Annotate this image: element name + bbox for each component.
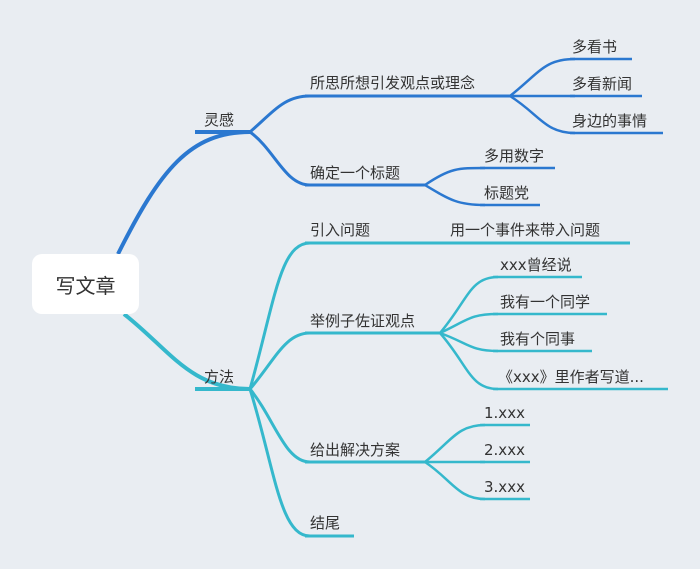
leaf-solution-2[interactable]: 2.xxx [484, 441, 525, 459]
link-solution-1 [424, 423, 486, 463]
node-examples[interactable]: 举例子佐证观点 [310, 312, 416, 330]
link-method-solution [248, 388, 311, 464]
leaf-solution-3[interactable]: 3.xxx [484, 478, 525, 496]
leaf-event-intro[interactable]: 用一个事件来带入问题 [450, 221, 601, 239]
link-thoughts-books [509, 57, 576, 97]
leaf-solution-1[interactable]: 1.xxx [484, 404, 525, 422]
link-method-ending [248, 388, 311, 538]
link-title-numbers [424, 166, 486, 187]
leaf-colleague[interactable]: 我有个同事 [500, 330, 576, 348]
link-examples-classmate [439, 312, 499, 335]
node-method[interactable]: 方法 [204, 368, 235, 386]
root-label: 写文章 [55, 273, 116, 298]
root-node[interactable]: 写文章 [32, 254, 139, 314]
link-examples-said [439, 275, 499, 334]
node-introduce-question[interactable]: 引入问题 [310, 221, 371, 239]
node-ending[interactable]: 结尾 [310, 514, 341, 532]
leaf-use-numbers[interactable]: 多用数字 [484, 147, 545, 165]
node-inspiration[interactable]: 灵感 [204, 111, 235, 129]
leaf-read-books[interactable]: 多看书 [572, 38, 618, 56]
node-determine-title[interactable]: 确定一个标题 [310, 164, 401, 182]
leaf-classmate[interactable]: 我有一个同学 [500, 293, 591, 311]
leaf-author-wrote[interactable]: 《xxx》里作者写道... [498, 368, 644, 386]
leaf-things-around[interactable]: 身边的事情 [572, 112, 648, 130]
link-examples-author [439, 332, 499, 391]
leaf-read-news[interactable]: 多看新闻 [572, 75, 633, 93]
leaf-someone-said[interactable]: xxx曾经说 [500, 256, 572, 274]
link-method-examples [248, 331, 311, 390]
link-inspiration-title [249, 130, 311, 187]
node-solution[interactable]: 给出解决方案 [310, 441, 401, 459]
link-solution-3 [424, 460, 486, 501]
link-root-inspiration [116, 130, 251, 255]
link-inspiration-thoughts [249, 94, 311, 134]
link-thoughts-around [509, 94, 576, 135]
leaf-clickbait[interactable]: 标题党 [484, 184, 530, 202]
link-examples-colleague [439, 331, 499, 353]
node-thoughts[interactable]: 所思所想引发观点或理念 [310, 74, 476, 92]
link-method-intro [248, 241, 311, 390]
link-title-clickbait [424, 183, 486, 207]
